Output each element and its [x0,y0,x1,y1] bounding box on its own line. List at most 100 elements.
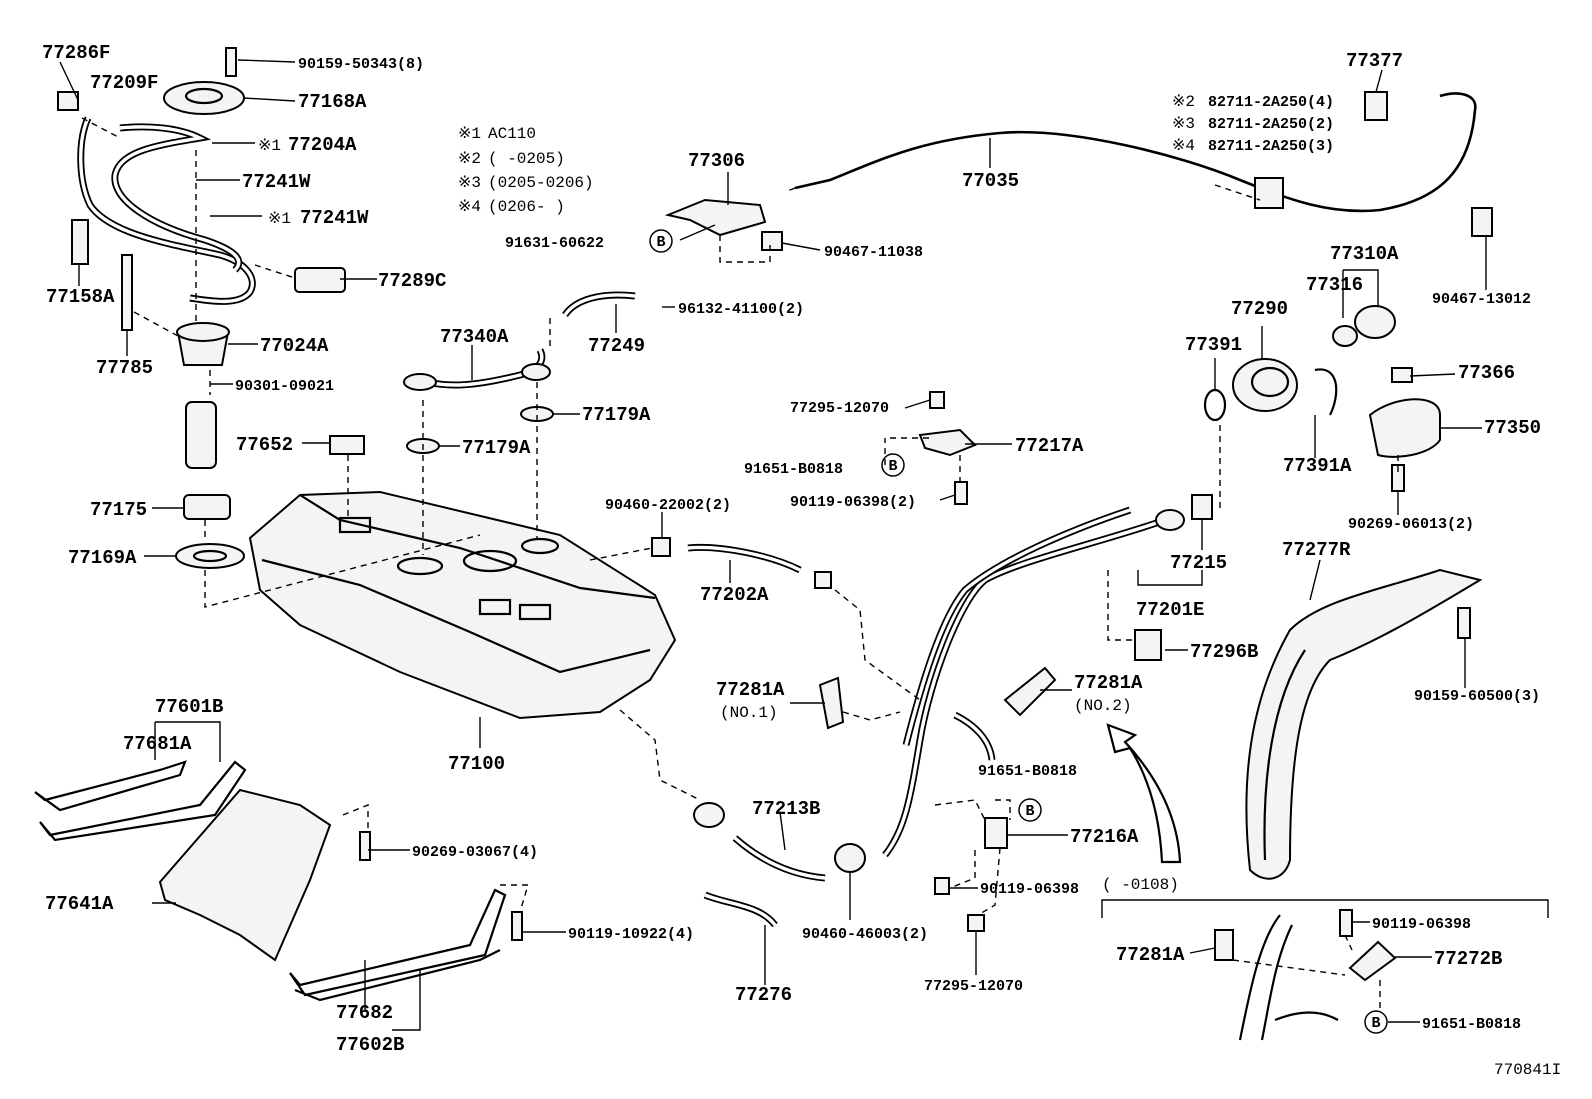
label-no1: (NO.1) [720,704,778,722]
label-77241w-b: 77241W [300,207,369,229]
svg-text:B: B [1371,1015,1380,1032]
label-77281a-c: 77281A [1116,944,1185,966]
label-77316: 77316 [1306,274,1363,296]
label-77169a: 77169A [68,547,137,569]
label-77310a: 77310A [1330,243,1399,265]
label-90467-11038: 90467-11038 [824,244,923,261]
label-77215: 77215 [1170,552,1227,574]
label-77652: 77652 [236,434,293,456]
label-77168a: 77168A [298,91,367,113]
label-77024a: 77024A [260,335,329,357]
part-labels: 77286F 90159-50343(8) 77209F 77168A 7720… [42,42,1561,1079]
label-77277r: 77277R [1282,539,1351,561]
label-90460-22002: 90460-22002(2) [605,497,731,514]
label-90269-03067: 90269-03067(4) [412,844,538,861]
label-77286f: 77286F [42,42,110,64]
fuel-door-77350-shape [1368,398,1441,458]
part-drawings [34,47,1493,1041]
label-90159-50343: 90159-50343(8) [298,56,424,73]
label-77289c: 77289C [378,270,446,292]
label-77377: 77377 [1346,50,1403,72]
label-77602b: 77602B [336,1034,404,1056]
label-77295-12070-a: 77295-12070 [790,400,889,417]
ref-b-circle [881,453,905,477]
note-mark-82711-a: ※2 [1172,93,1195,111]
label-77295-12070-b: 77295-12070 [924,978,1023,995]
label-90467-13012: 90467-13012 [1432,291,1531,308]
label-77209f: 77209F [90,72,158,94]
label-91651-b0818-c: 91651-B0818 [1422,1016,1521,1033]
note-1: AC110 [488,125,536,143]
note-mark-77241w: ※1 [268,210,291,228]
note-3: (0205-0206) [488,174,594,192]
label-no2: (NO.2) [1074,697,1132,715]
fuel-tank-77100-shape [248,490,677,720]
label-82711-2a250-c: 82711-2A250(3) [1208,138,1334,155]
label-77175: 77175 [90,499,147,521]
svg-text:B: B [656,234,665,251]
label-91651-b0818-b: 91651-B0818 [978,763,1077,780]
svg-text:B: B [888,458,897,475]
direction-arrow [1106,723,1182,864]
label-90159-60500: 90159-60500(3) [1414,688,1540,705]
label-77601b: 77601B [155,696,223,718]
label-77201e: 77201E [1136,599,1204,621]
note-mark-3: ※3 [458,174,481,192]
reference-b-markers: B B B B [649,229,1388,1034]
strap-77681a-shape [34,760,187,812]
label-77216a: 77216A [1070,826,1139,848]
label-77296b: 77296B [1190,641,1258,663]
ref-b-circle [1364,1010,1388,1034]
ref-b-circle [1018,798,1042,822]
label-77204a: 77204A [288,134,357,156]
label-90119-06398-b: 90119-06398 [980,881,1079,898]
label-77281a-no2: 77281A [1074,672,1143,694]
figure-code: 770841I [1494,1061,1561,1079]
note-mark-82711-c: ※4 [1172,137,1195,155]
label-96132-41100: 96132-41100(2) [678,301,804,318]
note-mark-4: ※4 [458,198,481,216]
ref-b-circle [649,229,673,253]
label-77340a: 77340A [440,326,509,348]
label-77306: 77306 [688,150,745,172]
label-range-0108: ( -0108) [1102,876,1179,894]
label-77281a-no1: 77281A [716,679,785,701]
clip-77286f-shape [57,91,79,111]
label-77290: 77290 [1231,298,1288,320]
label-91631-60622: 91631-60622 [505,235,604,252]
label-77682: 77682 [336,1002,393,1024]
label-77641a: 77641A [45,893,114,915]
note-mark-1: ※1 [458,125,481,143]
label-90301-09021: 90301-09021 [235,378,334,395]
label-77391a: 77391A [1283,455,1352,477]
label-77681a: 77681A [123,733,192,755]
label-77391: 77391 [1185,334,1242,356]
protector-77277r-shape [1245,568,1483,880]
label-77272b: 77272B [1434,948,1502,970]
label-77179a-b: 77179A [462,437,531,459]
note-2: ( -0205) [488,150,565,168]
label-90269-06013: 90269-06013(2) [1348,516,1474,533]
label-90119-10922: 90119-10922(4) [568,926,694,943]
label-90119-06398-c: 90119-06398 [1372,916,1471,933]
label-77100: 77100 [448,753,505,775]
note-mark-77204a: ※1 [258,137,281,155]
label-77241w-a: 77241W [242,171,311,193]
leader-lines [59,59,1549,1031]
label-91651-b0818-a: 91651-B0818 [744,461,843,478]
label-77350: 77350 [1484,417,1541,439]
label-90119-06398-a: 90119-06398(2) [790,494,916,511]
label-77366: 77366 [1458,362,1515,384]
label-77217a: 77217A [1015,435,1084,457]
note-mark-82711-b: ※3 [1172,115,1195,133]
label-77213b: 77213B [752,798,820,820]
label-82711-2a250-a: 82711-2A250(4) [1208,94,1334,111]
label-77785: 77785 [96,357,153,379]
note-mark-2: ※2 [458,150,481,168]
label-77202a: 77202A [700,584,769,606]
label-77179a-a: 77179A [582,404,651,426]
applicability-notes: ※1 AC110 ※2 ( -0205) ※3 (0205-0206) ※4 (… [258,93,1195,228]
label-77035: 77035 [962,170,1019,192]
svg-text:B: B [1025,803,1034,820]
